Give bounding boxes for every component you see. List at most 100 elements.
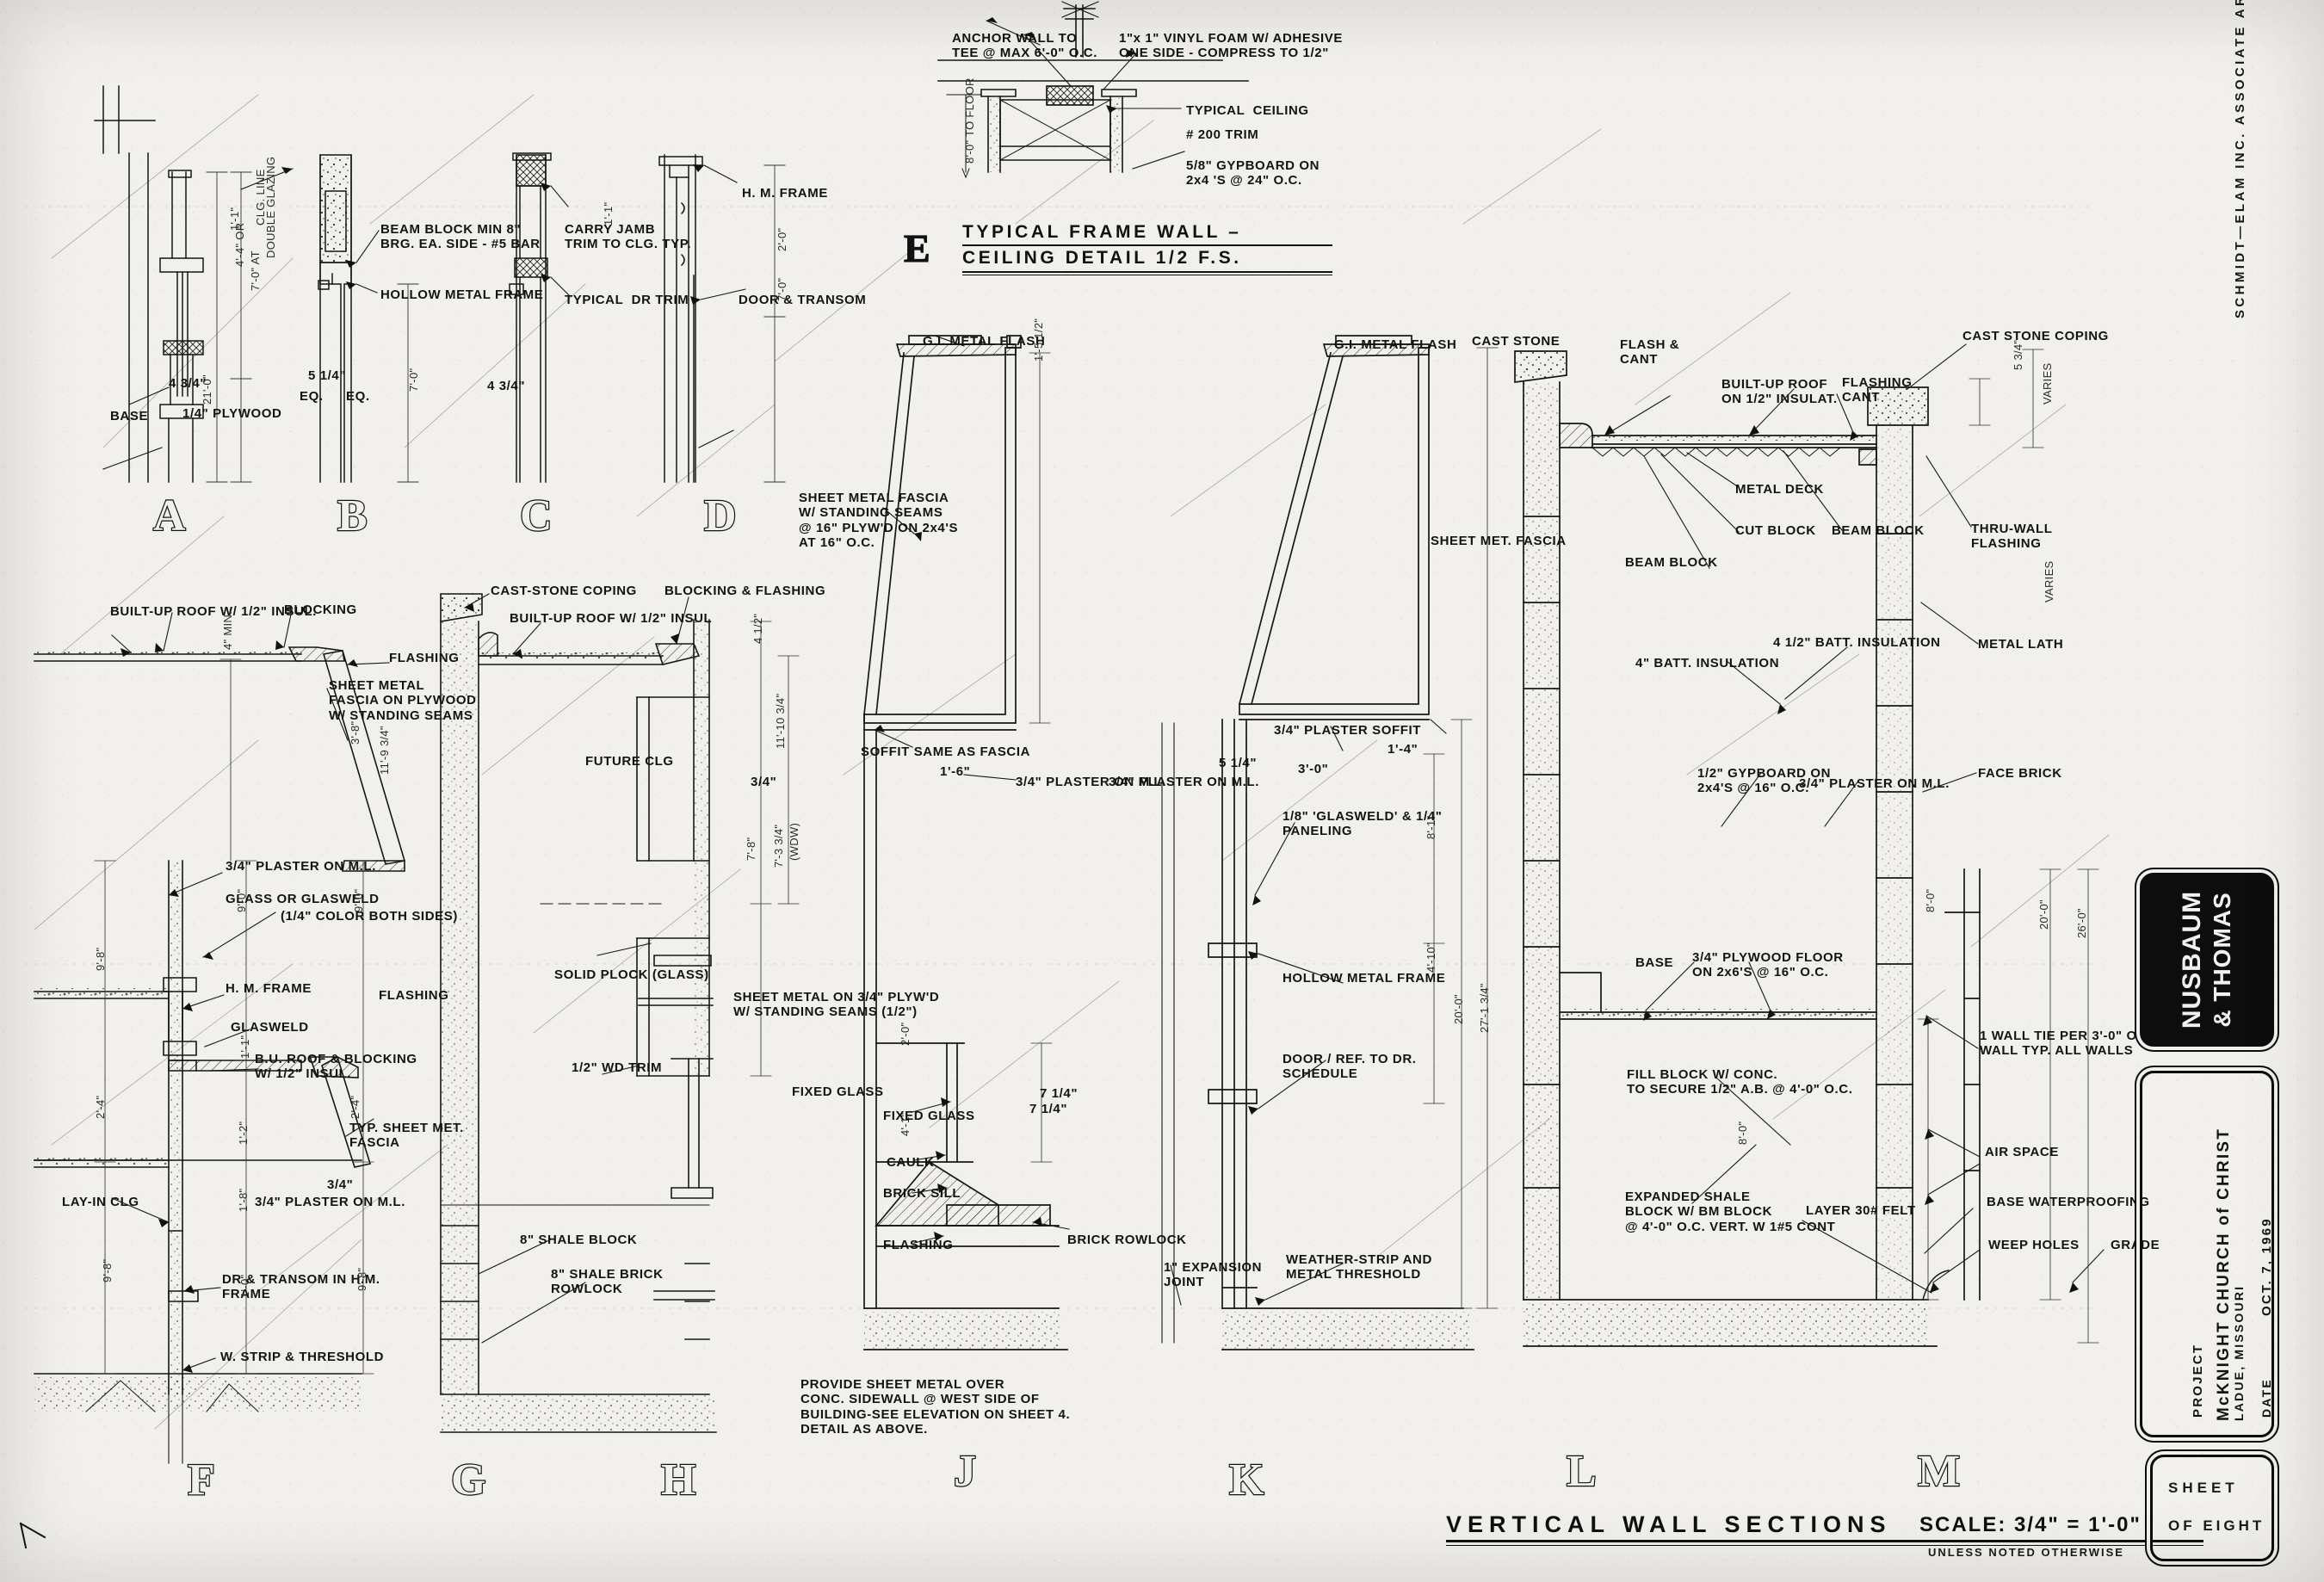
note-detail-K-11: 8'-1" <box>1425 815 1437 839</box>
note-detail-K-5: 1'-4" <box>1388 742 1419 757</box>
note-detail-M-4: WEEP HOLES <box>1988 1238 2080 1252</box>
note-detail-C-1: TYPICAL DR TRIM <box>565 293 689 307</box>
detail-mark-L: L <box>1566 1446 1598 1497</box>
note-detail-A-7: 1'-1" <box>228 207 241 231</box>
note-detail-M-3: BASE WATERPROOFING <box>1987 1195 2150 1209</box>
note-detail-C-0: CARRY JAMB TRIM TO CLG. TYP. <box>565 222 692 252</box>
note-detail-L-12: 1/2" GYPBOARD ON 2x4'S @ 16" O.C. <box>1697 766 1832 796</box>
note-detail-K-7: 5 1/4" <box>1219 756 1258 770</box>
title-strip: STATE OF ARCHITECT NUSBAUM & THOMAS PROJ… <box>2121 0 2324 1582</box>
firm-logo-line1: NUSBAUM <box>2178 890 2207 1029</box>
note-detail-G-14: FLASHING <box>379 988 449 1003</box>
note-detail-L-3: CAST STONE COPING <box>1962 329 2109 343</box>
note-detail-L-15: BASE <box>1635 955 1674 970</box>
project-info-box: PROJECT McKNIGHT CHURCH of CHRIST LADUE,… <box>2140 1071 2274 1437</box>
note-detail-F-5: 3'-8" <box>349 720 362 745</box>
note-detail-L-11: METAL LATH <box>1978 637 2064 652</box>
note-detail-L-1: BUILT-UP ROOF ON 1/2" INSULAT. <box>1721 377 1838 407</box>
note-detail-F-21: 9'-0" <box>235 888 248 912</box>
firm-logo-text: NUSBAUM & THOMAS <box>2178 891 2236 1029</box>
note-detail-A-1: 1/4" PLYWOOD <box>182 406 282 421</box>
note-frame-ceiling-detail-1: 1"x 1" VINYL FOAM W/ ADHESIVE ONE SIDE -… <box>1119 31 1343 61</box>
note-detail-J-9: BRICK ROWLOCK <box>1067 1233 1187 1247</box>
note-frame-ceiling-detail-3: # 200 TRIM <box>1186 127 1259 142</box>
note-detail-H-5: PROVIDE SHEET METAL OVER CONC. SIDEWALL … <box>800 1377 1071 1437</box>
note-detail-F-17: W. STRIP & THRESHOLD <box>220 1350 385 1364</box>
detail-mark-M: M <box>1917 1446 1962 1497</box>
note-detail-F-18: 9'-8" <box>94 947 107 971</box>
note-detail-K-4: 3/4" PLASTER ON M.L. <box>1109 775 1259 789</box>
note-detail-F-15: 3/4" PLASTER ON M.L. <box>255 1195 405 1209</box>
note-detail-G-8: (WDW) <box>788 822 800 861</box>
note-detail-L-16: 3/4" PLYWOOD FLOOR ON 2x6'S @ 16" O.C. <box>1692 950 1844 980</box>
note-detail-D-2: 7'-0" <box>776 277 788 301</box>
note-detail-L-14: FACE BRICK <box>1978 766 2062 781</box>
note-detail-G-13: 8" SHALE BRICK ROWLOCK <box>551 1267 664 1297</box>
note-detail-G-12: 8" SHALE BLOCK <box>520 1233 638 1247</box>
note-detail-K-1: CAST STONE <box>1472 334 1561 349</box>
note-detail-J-3: 3/4" PLASTER ON M.L. <box>1016 775 1166 789</box>
note-detail-H-0: SHEET METAL ON 3/4" PLYW'D W/ STANDING S… <box>733 990 940 1020</box>
note-detail-K-13: 20'-0" <box>1452 994 1465 1024</box>
note-detail-G-1: BUILT-UP ROOF W/ 1/2" INSUL <box>510 611 713 626</box>
project-label: PROJECT <box>2191 1343 2205 1418</box>
project-name: McKNIGHT CHURCH of CHRIST <box>2215 1127 2233 1421</box>
note-detail-F-4: 4" MIN. <box>221 611 234 650</box>
sheet-of-label: OF EIGHT <box>2168 1517 2265 1534</box>
detail-title-rule2 <box>962 271 1332 275</box>
note-detail-F-3: SHEET METAL FASCIA ON PLYWOOD W/ STANDIN… <box>329 678 477 723</box>
note-detail-F-13: TYP. SHEET MET. FASCIA <box>349 1121 464 1151</box>
note-detail-F-1: BLOCKING <box>284 603 357 617</box>
note-detail-H-4: 2'-0" <box>899 1022 912 1046</box>
note-detail-G-0: CAST-STONE COPING <box>491 584 637 598</box>
date-label: DATE <box>2259 1378 2273 1418</box>
note-detail-K-15: WEATHER-STRIP AND METAL THRESHOLD <box>1286 1252 1432 1282</box>
note-detail-K-3: 3/4" PLASTER SOFFIT <box>1274 723 1422 738</box>
note-frame-ceiling-detail-0: ANCHOR WALL TO TEE @ MAX 6'-0" O.C. <box>952 31 1097 61</box>
note-detail-L-17: FILL BLOCK W/ CONC. TO SECURE 1/2" A.B. … <box>1627 1067 1853 1097</box>
note-detail-A-8: 21'-0" <box>201 374 213 405</box>
firm-logo-line2: & THOMAS <box>2209 892 2236 1028</box>
note-detail-F-2: FLASHING <box>389 651 460 665</box>
note-detail-K-12: 4'-10" <box>1425 942 1437 973</box>
note-detail-F-7: 3/4" PLASTER ON M.L. <box>226 859 376 874</box>
note-detail-D-0: H. M. FRAME <box>742 186 828 201</box>
note-detail-J-7: BRICK SILL <box>883 1186 961 1201</box>
note-detail-M-0: 1 WALL TIE PER 3'-0" OF WALL TYP. ALL WA… <box>1980 1029 2146 1059</box>
note-detail-M-7: 26'-0" <box>2075 908 2088 938</box>
sheet-number-box: SHEET OF EIGHT <box>2150 1455 2274 1561</box>
note-detail-G-9: 3/4" <box>751 775 777 789</box>
detail-title-line2: CEILING DETAIL 1/2 F.S. <box>962 248 1242 268</box>
sheet-title-note: UNLESS NOTED OTHERWISE <box>1928 1546 2124 1559</box>
note-detail-J-8: FLASHING <box>883 1238 954 1252</box>
note-detail-F-22: 9'-0" <box>352 888 365 912</box>
note-detail-F-28: 1'-0" <box>238 1274 251 1298</box>
note-frame-ceiling-detail-5: 8'-0" TO FLOOR <box>963 77 976 164</box>
sheet-title-rule <box>1446 1540 2203 1546</box>
note-detail-J-10: 1" EXPANSION JOINT <box>1164 1260 1263 1290</box>
sheet-scale: SCALE: 3/4" = 1'-0" <box>1919 1513 2142 1536</box>
note-detail-K-2: SHEET MET. FASCIA <box>1431 534 1567 548</box>
note-detail-F-9: (1/4" COLOR BOTH SIDES) <box>281 909 458 924</box>
note-detail-J-12: 7 1/4" <box>1029 1102 1068 1116</box>
note-detail-M-5: GRADE <box>2111 1238 2160 1252</box>
note-detail-J-2: SOFFIT SAME AS FASCIA <box>861 745 1031 759</box>
note-detail-F-10: H. M. FRAME <box>226 981 312 996</box>
note-detail-B-3: EQ. <box>346 389 370 404</box>
note-detail-L-22: 8'-0" <box>1924 888 1937 912</box>
note-detail-G-11: 1/2" WD TRIM <box>572 1060 663 1075</box>
note-detail-K-8: 1/8" 'GLASWELD' & 1/4" PANELING <box>1283 809 1443 839</box>
detail-mark-B: B <box>337 491 369 541</box>
note-detail-L-4: METAL DECK <box>1735 482 1824 497</box>
detail-mark-K: K <box>1228 1455 1266 1505</box>
note-detail-L-18: EXPANDED SHALE BLOCK W/ BM BLOCK @ 4'-0"… <box>1625 1190 1836 1234</box>
detail-mark-H: H <box>660 1455 698 1505</box>
note-detail-K-10: DOOR / REF. TO DR. SCHEDULE <box>1283 1052 1417 1082</box>
detail-mark-A: A <box>152 491 188 541</box>
note-detail-L-19: VARIES <box>2041 362 2054 405</box>
note-detail-F-19: 2'-4" <box>94 1095 107 1119</box>
firm-logo-box: NUSBAUM & THOMAS <box>2140 873 2274 1047</box>
note-detail-F-14: LAY-IN CLG <box>62 1195 139 1209</box>
